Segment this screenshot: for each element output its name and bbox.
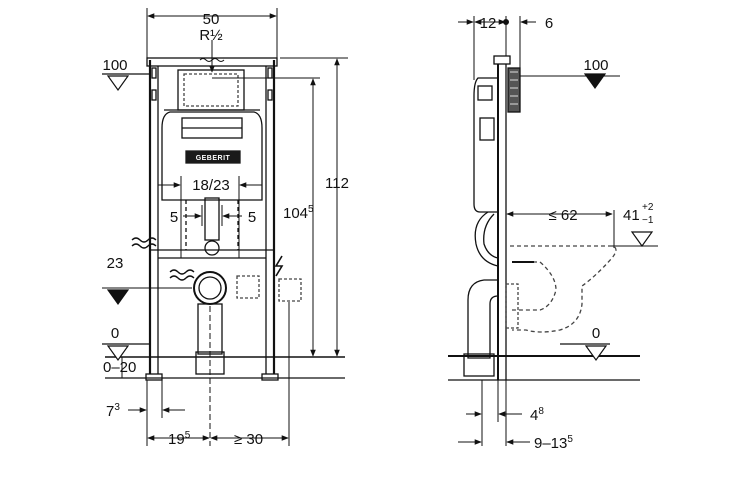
label-side-48: 48 xyxy=(530,406,544,424)
logo-text: GEBERIT xyxy=(196,155,231,162)
label-offset-right: 5 xyxy=(248,209,256,226)
label-side-12: 12 xyxy=(480,15,497,32)
actuator-plate xyxy=(507,67,521,113)
waste-connector xyxy=(505,283,519,329)
electric-bolt-icon xyxy=(274,255,284,277)
label-side-height: 41 xyxy=(623,207,640,224)
label-side-tol-minus: −1 xyxy=(642,215,654,226)
label-side-100: 100 xyxy=(583,57,608,74)
pipe-symbol-left xyxy=(131,237,157,243)
label-thread: R½ xyxy=(199,27,223,44)
waste-pipe xyxy=(467,279,499,359)
pipe-symbol-mid-2 xyxy=(169,275,195,281)
label-height-112: 112 xyxy=(325,175,349,192)
label-bottom-mid: 195 xyxy=(168,430,191,448)
side-dimensions xyxy=(458,16,658,446)
label-floor-range: 0–20 xyxy=(103,359,136,376)
level-0-marker xyxy=(106,345,130,362)
cistern-float xyxy=(479,117,495,141)
left-foot xyxy=(145,373,163,381)
side-labels: 12 6 100 ≤ 62 41 +2 −1 0 48 9–135 xyxy=(480,15,654,452)
flush-bend-outer xyxy=(474,211,499,267)
frame-side-top xyxy=(493,55,511,65)
rail-hole xyxy=(151,67,157,79)
front-labels: 50 R½ 100 112 1045 18/23 5 5 23 0 0–20 7… xyxy=(102,11,348,448)
toilet-bowl-outline xyxy=(510,245,617,333)
dim-center-dot xyxy=(503,19,509,25)
label-center-width: 18/23 xyxy=(192,177,230,194)
flush-bend-inner xyxy=(483,213,499,259)
label-side-tol-plus: +2 xyxy=(642,202,654,213)
side-level-markers xyxy=(560,73,654,362)
inlet-wave-2 xyxy=(211,58,225,62)
geberit-logo-plate xyxy=(185,150,241,164)
electrical-box xyxy=(278,278,302,302)
side-view xyxy=(448,55,640,381)
label-width: 50 xyxy=(203,11,220,28)
side-level-0-marker xyxy=(584,345,608,362)
label-side-depth: ≤ 62 xyxy=(548,207,577,224)
rail-hole xyxy=(151,89,157,101)
label-side-6: 6 xyxy=(545,15,553,32)
front-level-markers xyxy=(102,73,150,362)
front-view: GEBERIT xyxy=(105,57,345,381)
pipe-symbol-mid xyxy=(169,269,195,275)
label-offset-left: 5 xyxy=(170,209,178,226)
waste-elbow xyxy=(463,353,495,377)
label-height-104: 1045 xyxy=(283,204,314,222)
label-side-range: 9–135 xyxy=(534,434,573,452)
flush-pipe xyxy=(204,197,220,241)
label-side-0: 0 xyxy=(592,325,600,342)
label-level-23: 23 xyxy=(107,255,124,272)
level-100-marker xyxy=(106,75,130,92)
cistern-side xyxy=(473,77,499,213)
cistern-top-box xyxy=(177,69,245,111)
level-23-marker xyxy=(106,289,130,306)
label-level-100: 100 xyxy=(102,57,127,74)
right-foot xyxy=(261,373,279,381)
label-bottom-left: 73 xyxy=(106,402,120,420)
toilet-bowl-inner xyxy=(512,261,557,311)
label-level-0: 0 xyxy=(111,325,119,342)
label-bottom-right: ≥ 30 xyxy=(234,431,263,448)
front-dimensions xyxy=(102,8,348,446)
water-connection-box xyxy=(236,275,260,299)
side-level-41-marker xyxy=(630,231,654,248)
cistern-inlet-area xyxy=(183,73,239,107)
side-level-100-marker xyxy=(583,73,607,90)
flush-connector xyxy=(204,240,220,256)
waste-outlet-inner xyxy=(198,276,222,300)
rail-hole xyxy=(267,89,273,101)
pipe-symbol-left-2 xyxy=(131,243,157,249)
cistern-body xyxy=(161,111,263,201)
cistern-valve xyxy=(477,85,493,101)
inlet-wave xyxy=(199,58,213,62)
rail-hole xyxy=(267,67,273,79)
